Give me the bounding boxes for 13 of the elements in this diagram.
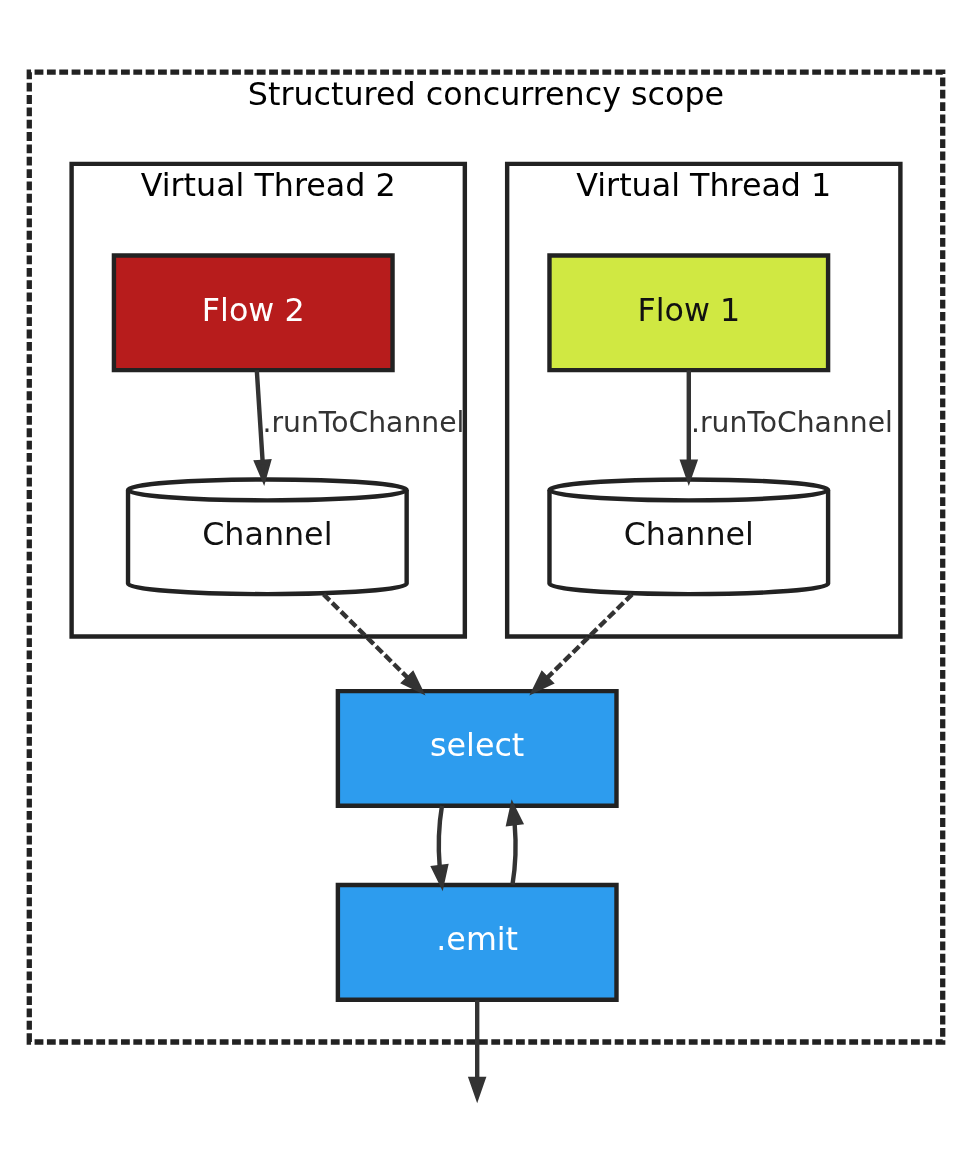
arrow (505, 798, 525, 885)
node-box: Flow 2 (111, 252, 395, 372)
arrow (467, 999, 487, 1103)
arrow (679, 369, 699, 486)
node-box: .emit (335, 882, 619, 1002)
edge-label: .runToChannel (262, 405, 465, 439)
arrow (430, 804, 449, 891)
node-box: Flow 1 (547, 252, 831, 372)
arrow (253, 369, 272, 486)
arrow (529, 592, 634, 695)
arrow (322, 592, 426, 695)
node-box: select (335, 688, 619, 808)
edge-label: .runToChannel (691, 405, 893, 439)
